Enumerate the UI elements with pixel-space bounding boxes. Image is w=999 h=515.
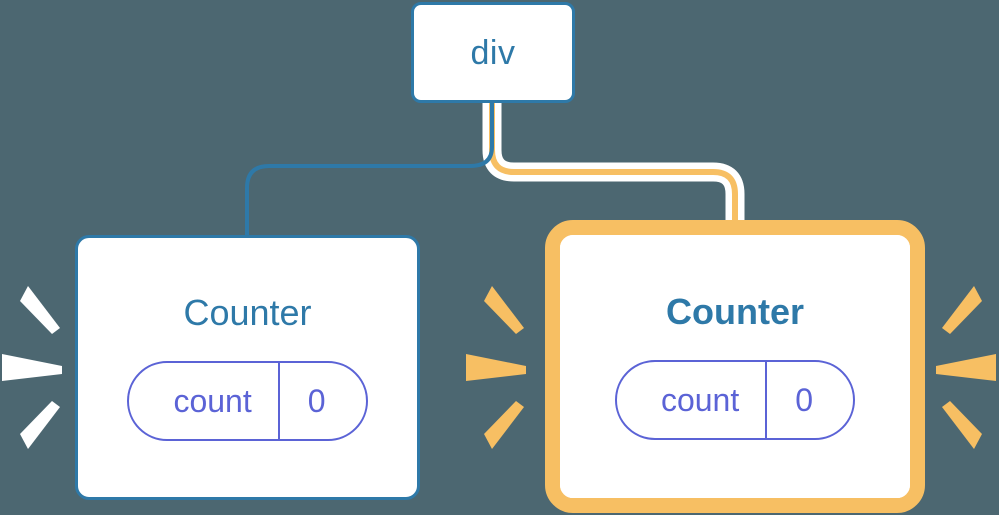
spark-icon xyxy=(484,401,524,449)
spark-icon xyxy=(936,354,996,381)
spark-icon xyxy=(484,286,524,334)
state-value-right: 0 xyxy=(765,361,853,438)
node-div-label: div xyxy=(470,33,516,72)
spark-icon xyxy=(2,354,62,381)
state-value-left: 0 xyxy=(277,362,366,439)
spark-icon xyxy=(20,286,60,334)
node-counter-left[interactable]: Counter count 0 xyxy=(75,235,420,500)
spark-burst-left xyxy=(2,282,72,452)
connector-left xyxy=(245,103,494,240)
spark-icon xyxy=(20,401,60,449)
spark-burst-right xyxy=(930,282,999,452)
state-pill-right: count 0 xyxy=(614,359,856,440)
node-counter-right-highlight-frame: Counter count 0 xyxy=(545,220,925,513)
node-counter-left-title: Counter xyxy=(183,291,312,333)
spark-icon xyxy=(466,354,526,381)
node-div[interactable]: div xyxy=(411,2,575,103)
connector-right-core xyxy=(489,100,738,240)
state-key-left: count xyxy=(173,382,252,419)
state-pill-left: count 0 xyxy=(127,360,368,441)
spark-icon xyxy=(942,401,982,449)
node-counter-right-title: Counter xyxy=(666,290,804,332)
node-counter-right[interactable]: Counter count 0 xyxy=(560,235,910,498)
state-key-right: count xyxy=(660,381,740,418)
spark-icon xyxy=(942,286,982,334)
spark-burst-middle xyxy=(466,282,536,452)
